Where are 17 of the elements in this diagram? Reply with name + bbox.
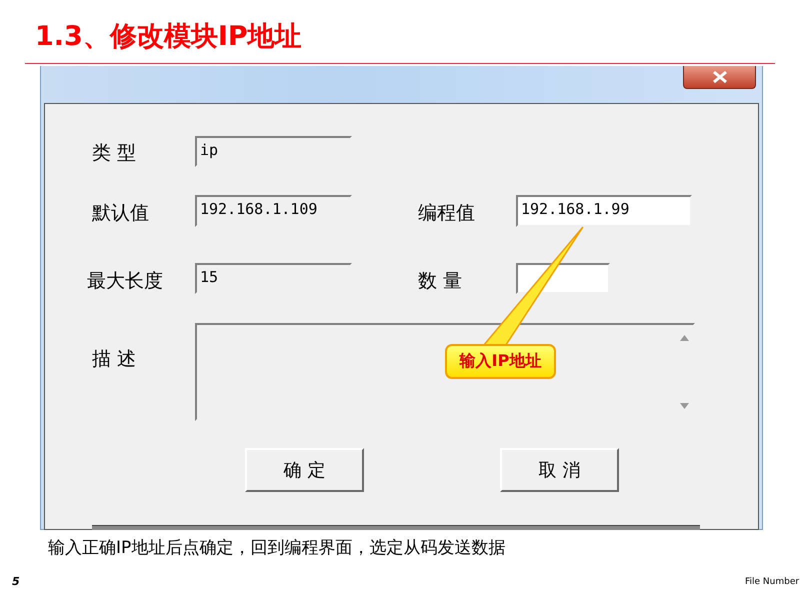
- callout-pointer: [482, 226, 584, 346]
- ok-button: 确 定: [245, 448, 364, 492]
- field-label: 编程值: [418, 201, 475, 226]
- field-label: 最大长度: [87, 269, 163, 294]
- input-field: 192.168.1.99: [516, 195, 692, 227]
- cancel-button: 取 消: [500, 448, 619, 492]
- field-label: 类 型: [92, 141, 136, 166]
- input-field: 15: [195, 263, 352, 294]
- input-field: ip: [195, 136, 352, 167]
- footer-text: File Number: [745, 577, 800, 587]
- field-label: 数 量: [418, 269, 462, 294]
- field-label: 描 述: [92, 347, 136, 372]
- field-label: 默认值: [92, 201, 149, 226]
- page-number: 5: [12, 575, 20, 588]
- slide-title: 1.3、修改模块IP地址: [35, 20, 302, 54]
- caption-text: 输入正确IP地址后点确定，回到编程界面，选定从码发送数据: [48, 537, 506, 559]
- input-field: 192.168.1.109: [195, 195, 352, 227]
